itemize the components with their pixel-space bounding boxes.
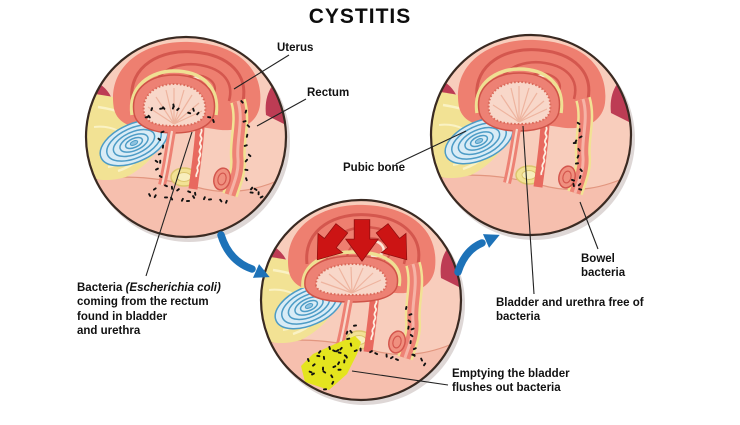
bacteria-note-prefix: Bacteria — [77, 282, 126, 294]
bladder-free-label: Bladder and urethra free of bacteria — [496, 297, 644, 324]
rectum-label: Rectum — [307, 87, 350, 99]
flow-arrow-left-to-middle-icon — [217, 231, 270, 278]
pubic-bone-label: Pubic bone — [343, 162, 405, 174]
bowel-bacteria-label: Bowel bacteria — [581, 253, 626, 280]
uterus-label: Uterus — [277, 42, 314, 54]
rectum-leader-line — [256, 98, 307, 127]
circle-outline — [429, 33, 633, 237]
page-title: CYSTITIS — [308, 5, 412, 28]
leader-lines — [145, 54, 599, 386]
emptying-note-label: Emptying the bladder flushes out bacteri… — [452, 368, 570, 395]
uterus-leader-line — [233, 54, 290, 90]
bacteria-dots — [306, 306, 427, 391]
stage-circle-voiding — [259, 198, 465, 405]
bacteria-note-line3: found in bladder — [77, 310, 168, 323]
circle-outline — [84, 35, 288, 239]
bladder-free-leader-line — [522, 125, 535, 295]
bacteria-note-line4: and urethra — [77, 325, 141, 338]
bowel-bacteria-leader-line — [579, 201, 599, 250]
stage-circle-clear — [429, 33, 635, 240]
circle-outline — [259, 198, 463, 402]
bacteria-note: Bacteria (Escherichia coli) coming from … — [77, 281, 255, 339]
pubic-bone-leader-line — [395, 130, 467, 165]
bacteria-dots — [144, 100, 264, 204]
flow-arrow-middle-to-right-icon — [454, 234, 500, 276]
bacteria-dots — [571, 121, 583, 191]
urine-stream — [301, 336, 361, 390]
emptying-leader-line — [351, 370, 449, 386]
bacteria-note-line2: coming from the rectum — [77, 296, 209, 309]
bacteria-note-species: (Escherichia coli) — [125, 282, 221, 294]
stage-circle-infected — [84, 35, 290, 242]
bacteria-leader-line — [145, 131, 193, 277]
